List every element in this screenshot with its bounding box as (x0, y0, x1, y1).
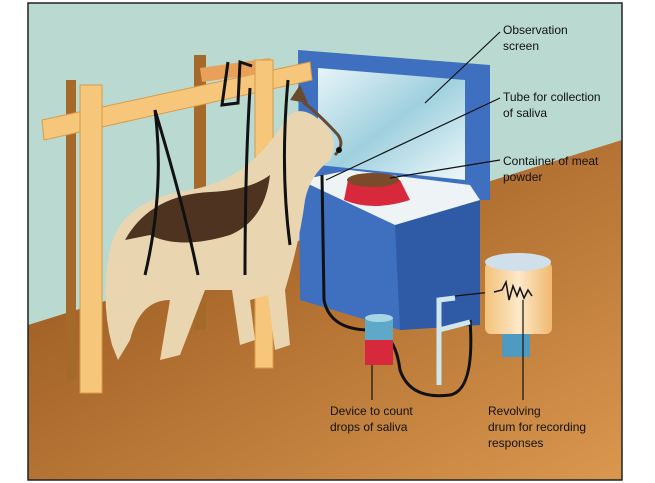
frame-border (27, 2, 623, 481)
label-observation-screen: Observation screen (503, 23, 568, 53)
label-counting-device: Device to count drops of saliva (330, 404, 413, 434)
observation-screen (318, 68, 465, 180)
response-trace (493, 279, 533, 301)
leader-lines (325, 31, 524, 400)
recording-lever (436, 295, 471, 385)
drop-counting-device (365, 314, 393, 365)
meat-powder-bowl (344, 173, 410, 206)
saliva-tube (320, 174, 473, 398)
label-saliva-tube: Tube for collection of saliva (503, 90, 601, 120)
dog (105, 85, 343, 360)
label-meat-powder-container: Container of meat powder (503, 154, 599, 184)
harness-straps (143, 59, 292, 276)
label-revolving-drum: Revolving drum for recording responses (488, 404, 587, 450)
revolving-drum (485, 253, 552, 357)
